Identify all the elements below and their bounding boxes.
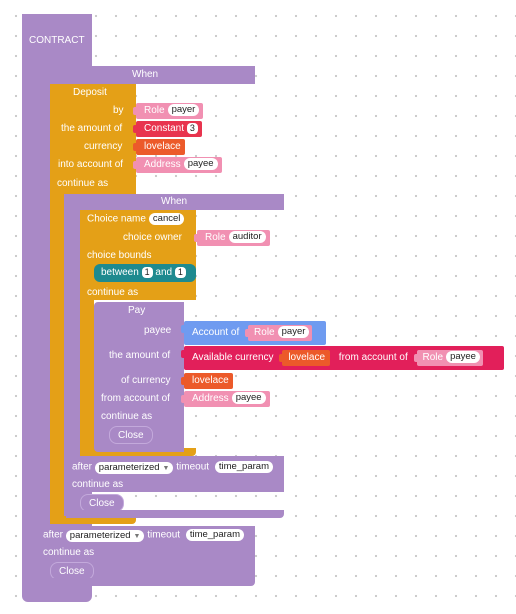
role-value-field[interactable]: payer — [277, 326, 310, 339]
inner-when-bottom — [66, 510, 284, 518]
choice-name-field[interactable]: cancel — [148, 213, 185, 225]
available-currency-label: Available currency — [192, 352, 274, 363]
role-label: Role — [144, 105, 165, 116]
address-label: Address — [144, 159, 181, 170]
inner-timeout-row: after parameterized▼ timeout time_param — [72, 461, 273, 474]
timeout-kind-value: parameterized — [69, 529, 131, 541]
choice-bottom — [80, 448, 196, 456]
from-account-label: from account of — [338, 352, 408, 363]
role-label: Role — [422, 352, 444, 363]
dropdown-arrow-icon: ▼ — [162, 464, 170, 472]
role-value-field[interactable]: auditor — [228, 231, 266, 244]
currency-value: lovelace — [288, 352, 326, 363]
pay-from-account-label: from account of — [101, 393, 170, 404]
timeout-label: timeout — [147, 529, 181, 541]
deposit-bottom — [50, 516, 136, 524]
deposit-into-account-label: into account of — [58, 159, 124, 170]
when-outer-spine — [36, 66, 50, 528]
pay-payee-label: payee — [144, 325, 172, 336]
role-value-field[interactable]: payer — [167, 104, 200, 117]
pay-of-currency-label: of currency — [121, 375, 171, 386]
timeout-kind-dropdown[interactable]: parameterized▼ — [94, 461, 174, 474]
bound-high-field[interactable]: 1 — [174, 266, 186, 278]
address-value-field[interactable]: payee — [183, 158, 218, 171]
timeout-kind-dropdown[interactable]: parameterized▼ — [65, 529, 145, 542]
outer-timeout-continue-label: continue as — [43, 547, 95, 558]
deposit-currency-label: currency — [84, 141, 123, 152]
role-label: Role — [205, 232, 226, 243]
deposit-amount-label: the amount of — [61, 123, 123, 134]
pay-continue-label: continue as — [101, 411, 153, 422]
constant-value-field[interactable]: 3 — [186, 122, 198, 134]
contract-title: CONTRACT — [29, 35, 85, 46]
pay-close-button[interactable]: Close — [109, 426, 153, 444]
outer-when-bottom — [36, 578, 255, 586]
available-currency-token[interactable]: lovelace — [279, 350, 331, 366]
timeout-value-field[interactable]: time_param — [185, 529, 244, 541]
when-outer-top[interactable] — [36, 66, 255, 84]
between-label: between — [101, 267, 139, 278]
when-outer-title: When — [132, 69, 159, 80]
timeout-value-field[interactable]: time_param — [214, 461, 273, 473]
deposit-block[interactable] — [50, 84, 136, 194]
deposit-spine — [50, 84, 64, 524]
inner-timeout-continue-label: continue as — [72, 479, 124, 490]
after-label: after — [72, 461, 93, 473]
deposit-continue-label: continue as — [57, 178, 109, 189]
outer-timeout-row: after parameterized▼ timeout time_param — [43, 529, 244, 542]
bounds-block[interactable]: between 1 and 1 — [94, 264, 196, 282]
choice-owner-label: choice owner — [123, 232, 182, 243]
dropdown-arrow-icon: ▼ — [133, 532, 141, 540]
after-label: after — [43, 529, 64, 541]
timeout-label: timeout — [176, 461, 210, 473]
role-label: Role — [254, 327, 275, 338]
address-label: Address — [192, 393, 229, 404]
address-value-field[interactable]: payee — [231, 392, 266, 405]
deposit-title: Deposit — [73, 87, 107, 98]
constant-label: Constant — [144, 123, 185, 134]
pay-title: Pay — [128, 305, 146, 316]
bound-low-field[interactable]: 1 — [141, 266, 153, 278]
currency-value: lovelace — [192, 375, 229, 386]
deposit-by-label: by — [113, 105, 124, 116]
pay-amount-label: the amount of — [109, 350, 171, 361]
when-inner-title: When — [161, 196, 188, 207]
role-value-field[interactable]: payee — [446, 351, 480, 364]
account-of-label: Account of — [192, 327, 240, 338]
and-label: and — [155, 267, 173, 278]
pay-available-currency[interactable]: Available currency lovelace from account… — [181, 346, 504, 370]
choice-bounds-label: choice bounds — [87, 250, 152, 261]
timeout-kind-value: parameterized — [98, 461, 160, 473]
currency-value: lovelace — [144, 141, 181, 152]
when-inner-top[interactable] — [66, 194, 284, 210]
deposit-amount-constant[interactable]: Constant 3 — [133, 121, 202, 137]
deposit-currency-token[interactable]: lovelace — [133, 139, 185, 155]
pay-of-currency-token[interactable]: lovelace — [181, 373, 233, 389]
choice-block[interactable] — [80, 210, 196, 300]
choice-continue-label: continue as — [87, 287, 139, 298]
choice-name-text: Choice name — [87, 213, 146, 225]
choice-spine — [80, 210, 94, 456]
when-inner-spine — [66, 194, 80, 518]
